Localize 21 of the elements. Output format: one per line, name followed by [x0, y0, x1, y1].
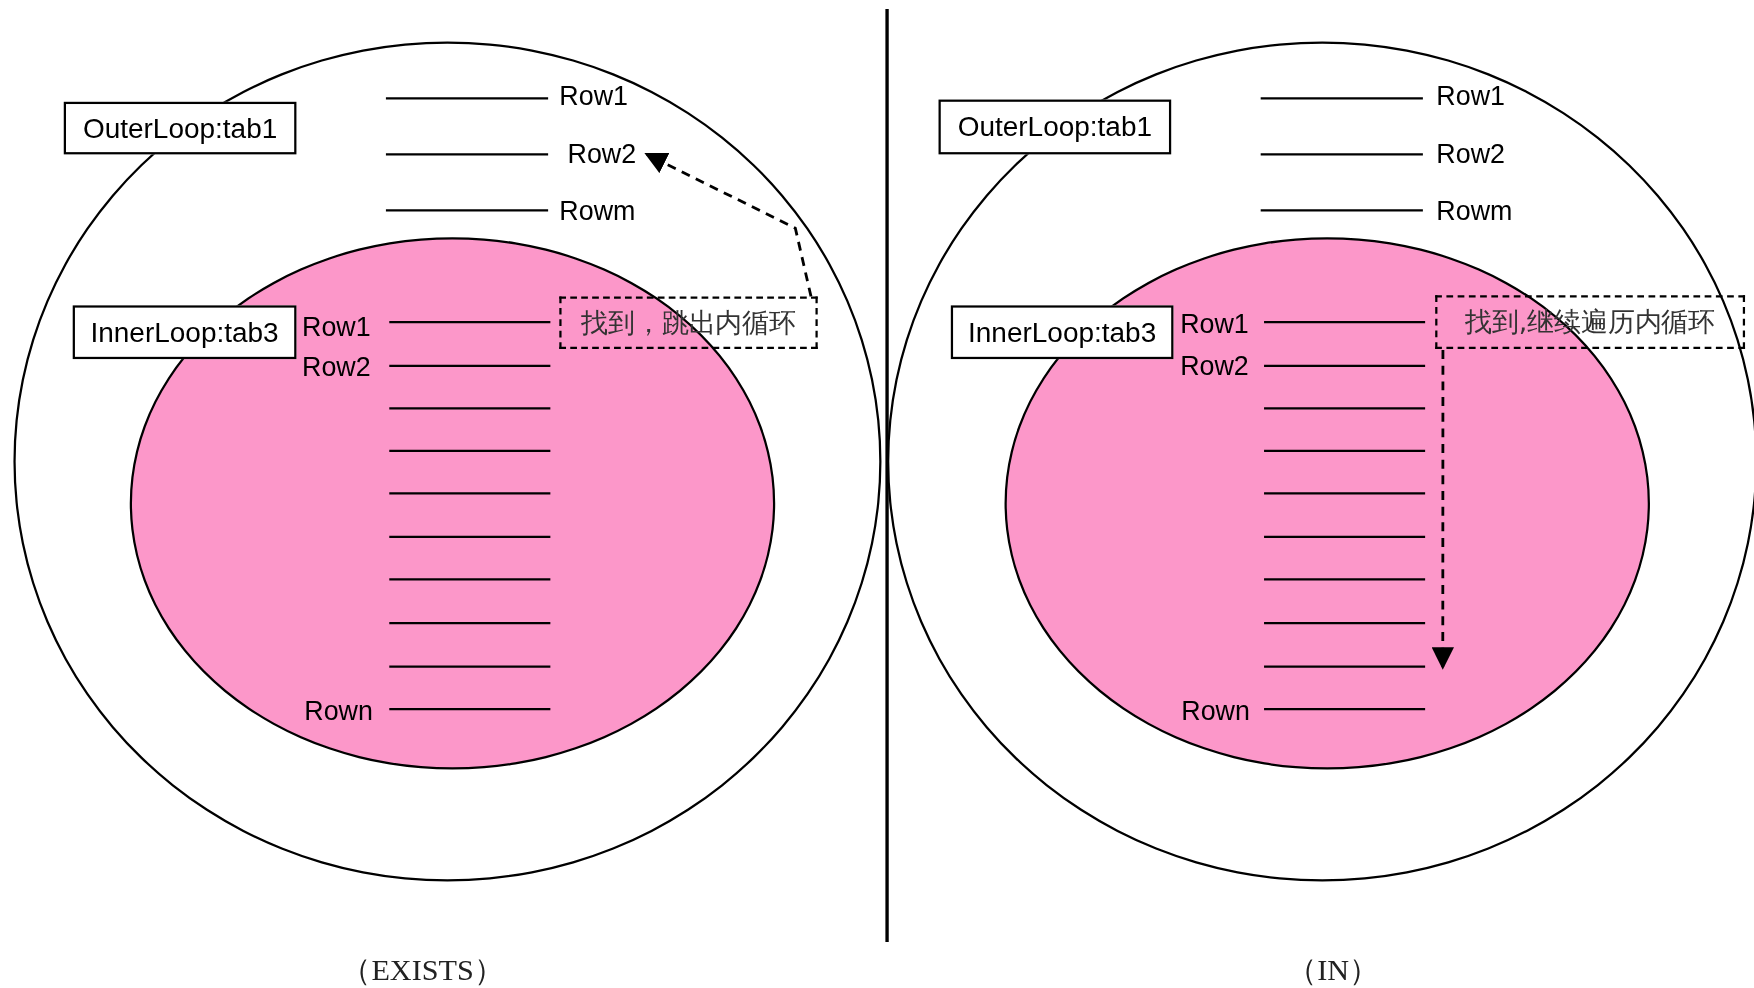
row-label: Rown: [304, 698, 373, 725]
caption-label: （EXISTS）: [341, 954, 504, 985]
row-label: Row1: [1180, 311, 1249, 338]
row-label: Row2: [1180, 352, 1249, 380]
caption-label: （IN）: [1286, 954, 1380, 985]
dashed-arrow: [1431, 350, 1454, 670]
row-label: Rown: [1181, 698, 1250, 725]
row-label: Row1: [302, 313, 371, 341]
outer-ellipse: [887, 41, 1754, 882]
row-label: Row2: [559, 138, 645, 171]
row-label: Row2: [1436, 140, 1505, 168]
row-label: Rowm: [559, 198, 636, 225]
table-label-box: InnerLoop:tab3: [950, 305, 1174, 360]
outer-ellipse: [13, 41, 882, 882]
table-label-box: InnerLoop:tab3: [72, 305, 297, 360]
note-box: 找到，跳出内循环: [559, 296, 818, 349]
dashed-arrow: [644, 153, 813, 297]
row-label: Row2: [302, 353, 371, 381]
row-label: Row1: [559, 82, 628, 110]
row-label: Rowm: [1436, 198, 1513, 225]
row-label: Row1: [1436, 82, 1505, 110]
